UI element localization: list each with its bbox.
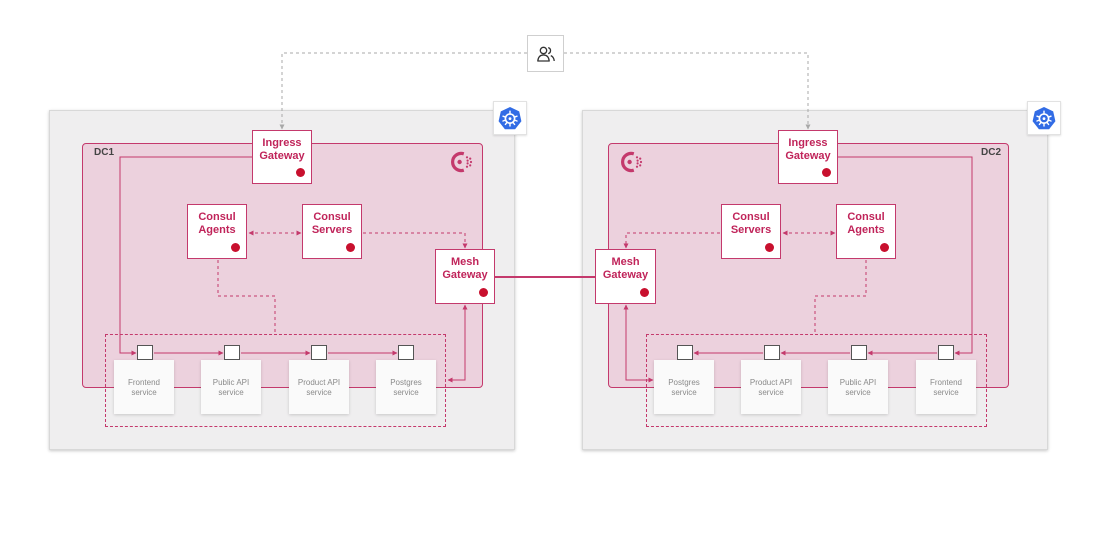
- dc2-consul-agents-label-line2: Agents: [847, 224, 885, 236]
- dc2-label: DC2: [981, 147, 1002, 158]
- status-dot: [479, 288, 488, 297]
- kubernetes-icon: [498, 107, 522, 130]
- status-dot: [822, 168, 831, 177]
- dc1-consul-servers-label-line2: Servers: [311, 224, 353, 236]
- dc1-postgres-sidecar-proxy: [398, 345, 414, 360]
- status-dot: [296, 168, 305, 177]
- dc2-kubernetes-badge: [1027, 101, 1061, 135]
- users-icon: [537, 46, 555, 62]
- dc1-mesh-gateway-label-line1: Mesh: [450, 256, 480, 268]
- dc1-consul-logo-icon: [451, 151, 473, 173]
- dc1-label: DC1: [94, 147, 115, 158]
- dc1-public-api-service-label-line2: service: [218, 388, 244, 397]
- dc2-public-api-sidecar-proxy: [851, 345, 867, 360]
- dc2-consul-logo-icon: [621, 151, 643, 173]
- dc1-postgres-service-label-line2: service: [393, 388, 419, 397]
- dc2-public-api-service-label-line2: service: [845, 388, 871, 397]
- dc1-kubernetes-badge: [493, 101, 527, 135]
- dc2-frontend-service-label-line2: service: [933, 388, 959, 397]
- dc1-frontend-service-label-line1: Frontend: [127, 378, 161, 387]
- dc1-consul-agents-label-line2: Agents: [198, 224, 236, 236]
- dc2-ingress-gateway-label-line2: Gateway: [785, 150, 831, 162]
- dc2-consul-agents-label-line1: Consul: [847, 211, 885, 223]
- users-node: [527, 35, 564, 72]
- kubernetes-icon: [1032, 107, 1056, 130]
- dc1-mesh-gateway-label-line2: Gateway: [442, 269, 488, 281]
- dc1-public-api-service-label-line1: Public API: [212, 378, 250, 387]
- dc1-product-api-sidecar-proxy: [311, 345, 327, 360]
- dc1-frontend-sidecar-proxy: [137, 345, 153, 360]
- dc1-frontend-service-label-line2: service: [131, 388, 157, 397]
- status-dot: [880, 243, 889, 252]
- dc2-public-api-service-label-line1: Public API: [839, 378, 877, 387]
- status-dot: [765, 243, 774, 252]
- dc1-ingress-gateway-label-line2: Gateway: [259, 150, 305, 162]
- dc2-product-api-service-label-line1: Product API: [749, 378, 793, 387]
- dc2-consul-servers-label-line1: Consul: [732, 211, 770, 223]
- dc1-ingress-gateway-label-line1: Ingress: [262, 137, 302, 149]
- dc2-frontend-service-label-line1: Frontend: [929, 378, 963, 387]
- status-dot: [346, 243, 355, 252]
- status-dot: [231, 243, 240, 252]
- status-dot: [640, 288, 649, 297]
- dc2-mesh-gateway-label-line1: Mesh: [611, 256, 640, 268]
- dc1-consul-agents-label-line1: Consul: [198, 211, 236, 223]
- dc1-postgres-service-label-line1: Postgres: [390, 378, 422, 387]
- dc2-consul-servers-label-line2: Servers: [730, 224, 772, 236]
- dc2-postgres-service-label-line2: service: [671, 388, 697, 397]
- dc1-public-api-sidecar-proxy: [224, 345, 240, 360]
- dc1-product-api-service-label-line1: Product API: [297, 378, 341, 387]
- dc2-mesh-gateway-label-line2: Gateway: [602, 269, 649, 281]
- dc1-services-group: [105, 334, 446, 427]
- dc2-ingress-gateway-label-line1: Ingress: [788, 137, 828, 149]
- dc2-product-api-service-label-line2: service: [758, 388, 784, 397]
- dc2-postgres-service-label-line1: Postgres: [668, 378, 700, 387]
- dc2-postgres-sidecar-proxy: [677, 345, 693, 360]
- dc1-consul-servers-label-line1: Consul: [313, 211, 351, 223]
- dc1-product-api-service-label-line2: service: [306, 388, 332, 397]
- dc2-product-api-sidecar-proxy: [764, 345, 780, 360]
- dc2-frontend-sidecar-proxy: [938, 345, 954, 360]
